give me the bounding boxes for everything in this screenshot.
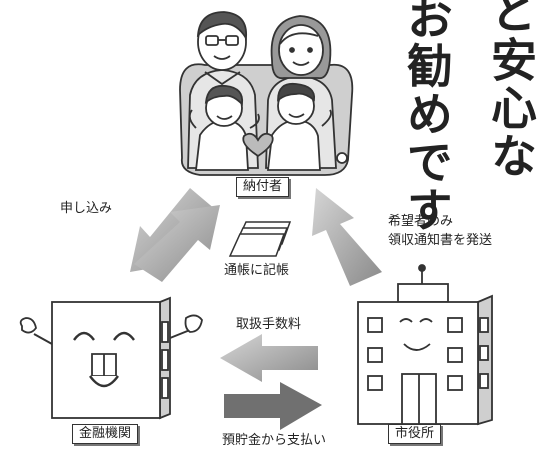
payment-label: 預貯金から支払い <box>222 433 327 448</box>
payer-label: 納付者 <box>236 177 290 197</box>
city-office-label: 市役所 <box>388 424 442 444</box>
bank-label: 金融機関 <box>72 424 139 444</box>
passbook-arrow <box>134 205 220 282</box>
boy-figure <box>266 82 332 171</box>
city-office-building <box>357 264 493 426</box>
bank-building <box>19 296 203 420</box>
fee-arrow <box>220 334 318 382</box>
logo-mark <box>336 152 348 164</box>
apply-label: 申し込み <box>60 201 113 216</box>
heading-column-2: お勧めです <box>400 0 454 234</box>
payment-arrow <box>224 382 322 430</box>
passbook-icon <box>228 221 292 257</box>
heading-column-1: と安心な <box>484 0 538 180</box>
fee-label: 取扱手数料 <box>236 317 302 332</box>
family-illustration <box>179 11 354 176</box>
passbook-label: 通帳に記帳 <box>224 263 290 278</box>
heart-icon <box>242 132 274 158</box>
receipt-label-line1: 希望者のみ <box>388 214 454 229</box>
girl-figure <box>188 84 260 171</box>
receipt-label-line2: 領収通知書を発送 <box>388 233 493 248</box>
receipt-notice-arrow <box>312 188 382 286</box>
